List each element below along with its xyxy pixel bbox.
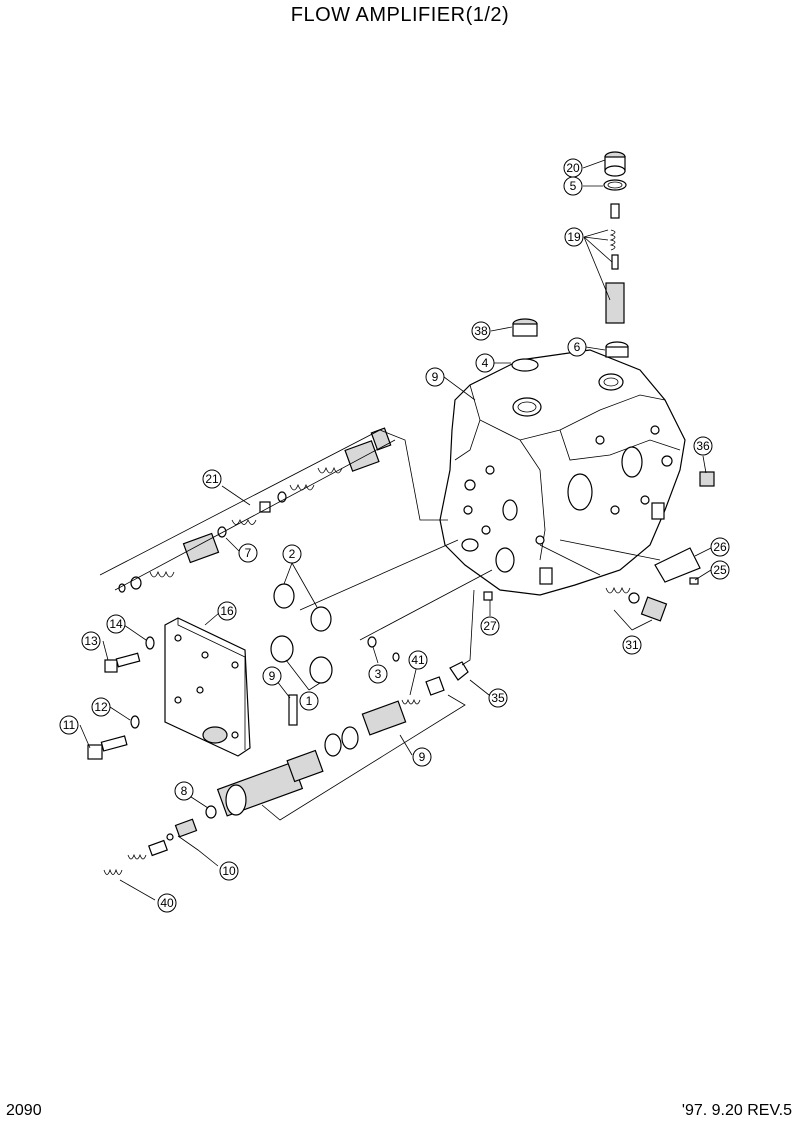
cover-plate xyxy=(164,617,251,757)
plug-36 xyxy=(699,471,715,487)
callout-9-body: 9 xyxy=(425,367,445,387)
valve-body xyxy=(439,349,686,596)
svg-text:38: 38 xyxy=(474,324,488,338)
upper-spool-assembly xyxy=(99,427,448,593)
callout-36: 36 xyxy=(693,436,713,456)
small-parts-right xyxy=(299,539,701,736)
svg-text:21: 21 xyxy=(205,472,219,486)
callout-16: 16 xyxy=(217,601,237,621)
callout-1: 1 xyxy=(299,691,319,711)
callout-2: 2 xyxy=(282,544,302,564)
bolts xyxy=(87,636,155,760)
svg-text:5: 5 xyxy=(570,179,577,193)
svg-text:27: 27 xyxy=(483,619,497,633)
callout-9-pin: 9 xyxy=(262,666,282,686)
svg-text:36: 36 xyxy=(696,439,710,453)
callout-11: 11 xyxy=(59,715,79,735)
svg-text:9: 9 xyxy=(419,750,426,764)
svg-text:3: 3 xyxy=(375,667,382,681)
svg-text:2: 2 xyxy=(289,547,296,561)
callout-35: 35 xyxy=(488,688,508,708)
svg-text:6: 6 xyxy=(574,340,581,354)
callout-21: 21 xyxy=(202,469,222,489)
page-number: 2090 xyxy=(6,1102,42,1119)
top-plug-stack xyxy=(511,151,629,372)
callout-leaders xyxy=(79,159,712,901)
svg-text:14: 14 xyxy=(109,617,123,631)
svg-text:40: 40 xyxy=(160,896,174,910)
callout-13: 13 xyxy=(81,631,101,651)
callout-9-spool: 9 xyxy=(412,747,432,767)
svg-text:9: 9 xyxy=(432,370,439,384)
callout-19: 19 xyxy=(564,227,584,247)
svg-text:31: 31 xyxy=(625,638,639,652)
revision-date: '97. 9.20 REV.5 xyxy=(681,1102,792,1119)
callout-10: 10 xyxy=(219,861,239,881)
svg-text:7: 7 xyxy=(245,546,252,560)
svg-text:41: 41 xyxy=(411,653,425,667)
page-title: FLOW AMPLIFIER(1/2) xyxy=(290,4,510,26)
callout-8: 8 xyxy=(174,781,194,801)
svg-text:26: 26 xyxy=(713,540,727,554)
callout-40: 40 xyxy=(157,893,177,913)
callout-6: 6 xyxy=(567,337,587,357)
callout-4: 4 xyxy=(475,353,495,373)
svg-text:11: 11 xyxy=(63,718,76,732)
callout-5: 5 xyxy=(563,176,583,196)
lower-spool xyxy=(103,694,466,875)
svg-text:16: 16 xyxy=(220,604,234,618)
svg-text:35: 35 xyxy=(491,691,505,705)
callout-25: 25 xyxy=(710,560,730,580)
callout-20: 20 xyxy=(563,158,583,178)
callout-31: 31 xyxy=(622,635,642,655)
callout-7: 7 xyxy=(238,543,258,563)
callout-3: 3 xyxy=(368,664,388,684)
callout-26: 26 xyxy=(710,537,730,557)
svg-text:20: 20 xyxy=(566,161,580,175)
svg-text:19: 19 xyxy=(567,230,581,244)
callout-14: 14 xyxy=(106,614,126,634)
svg-text:4: 4 xyxy=(482,356,489,370)
svg-text:10: 10 xyxy=(222,864,236,878)
callout-41: 41 xyxy=(408,650,428,670)
svg-text:13: 13 xyxy=(84,634,98,648)
o-rings xyxy=(270,583,400,684)
svg-text:25: 25 xyxy=(713,563,727,577)
svg-text:8: 8 xyxy=(181,784,188,798)
callout-27: 27 xyxy=(480,616,500,636)
svg-text:9: 9 xyxy=(269,669,276,683)
svg-text:12: 12 xyxy=(94,700,108,714)
callout-38: 38 xyxy=(471,321,491,341)
svg-text:1: 1 xyxy=(306,694,313,708)
callout-12: 12 xyxy=(91,697,111,717)
